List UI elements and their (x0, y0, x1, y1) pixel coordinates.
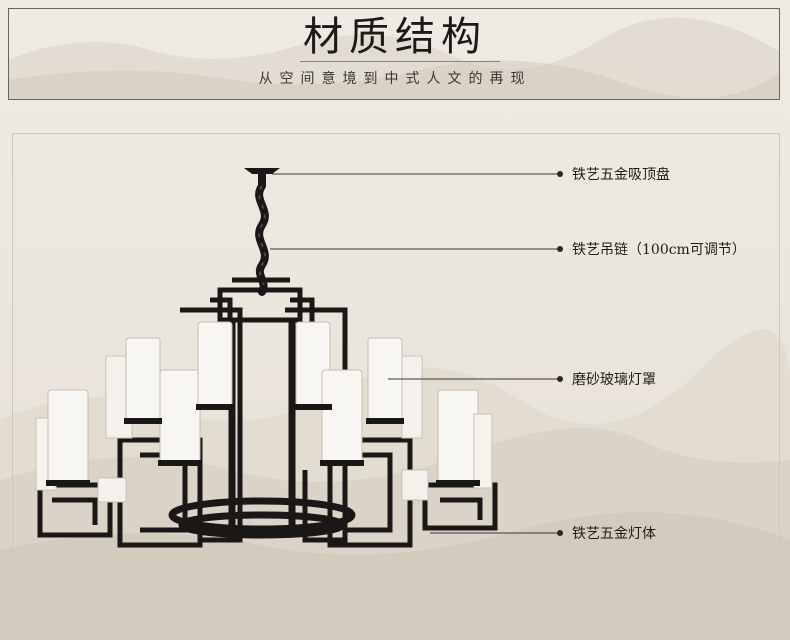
callout-lamp-body: 铁艺五金灯体 (572, 526, 656, 542)
callout-ceiling-plate: 铁艺五金吸顶盘 (572, 167, 670, 183)
header-frame (8, 8, 780, 100)
diagram-panel (12, 133, 780, 633)
callout-glass-shade: 磨砂玻璃灯罩 (572, 372, 656, 388)
title-divider (300, 61, 500, 62)
page-subtitle: 从空间意境到中式人文的再现 (258, 71, 532, 87)
callout-chain: 铁艺吊链（100cm可调节） (572, 242, 746, 258)
page-title: 材质结构 (303, 14, 487, 60)
glass-shades (35, 321, 493, 503)
